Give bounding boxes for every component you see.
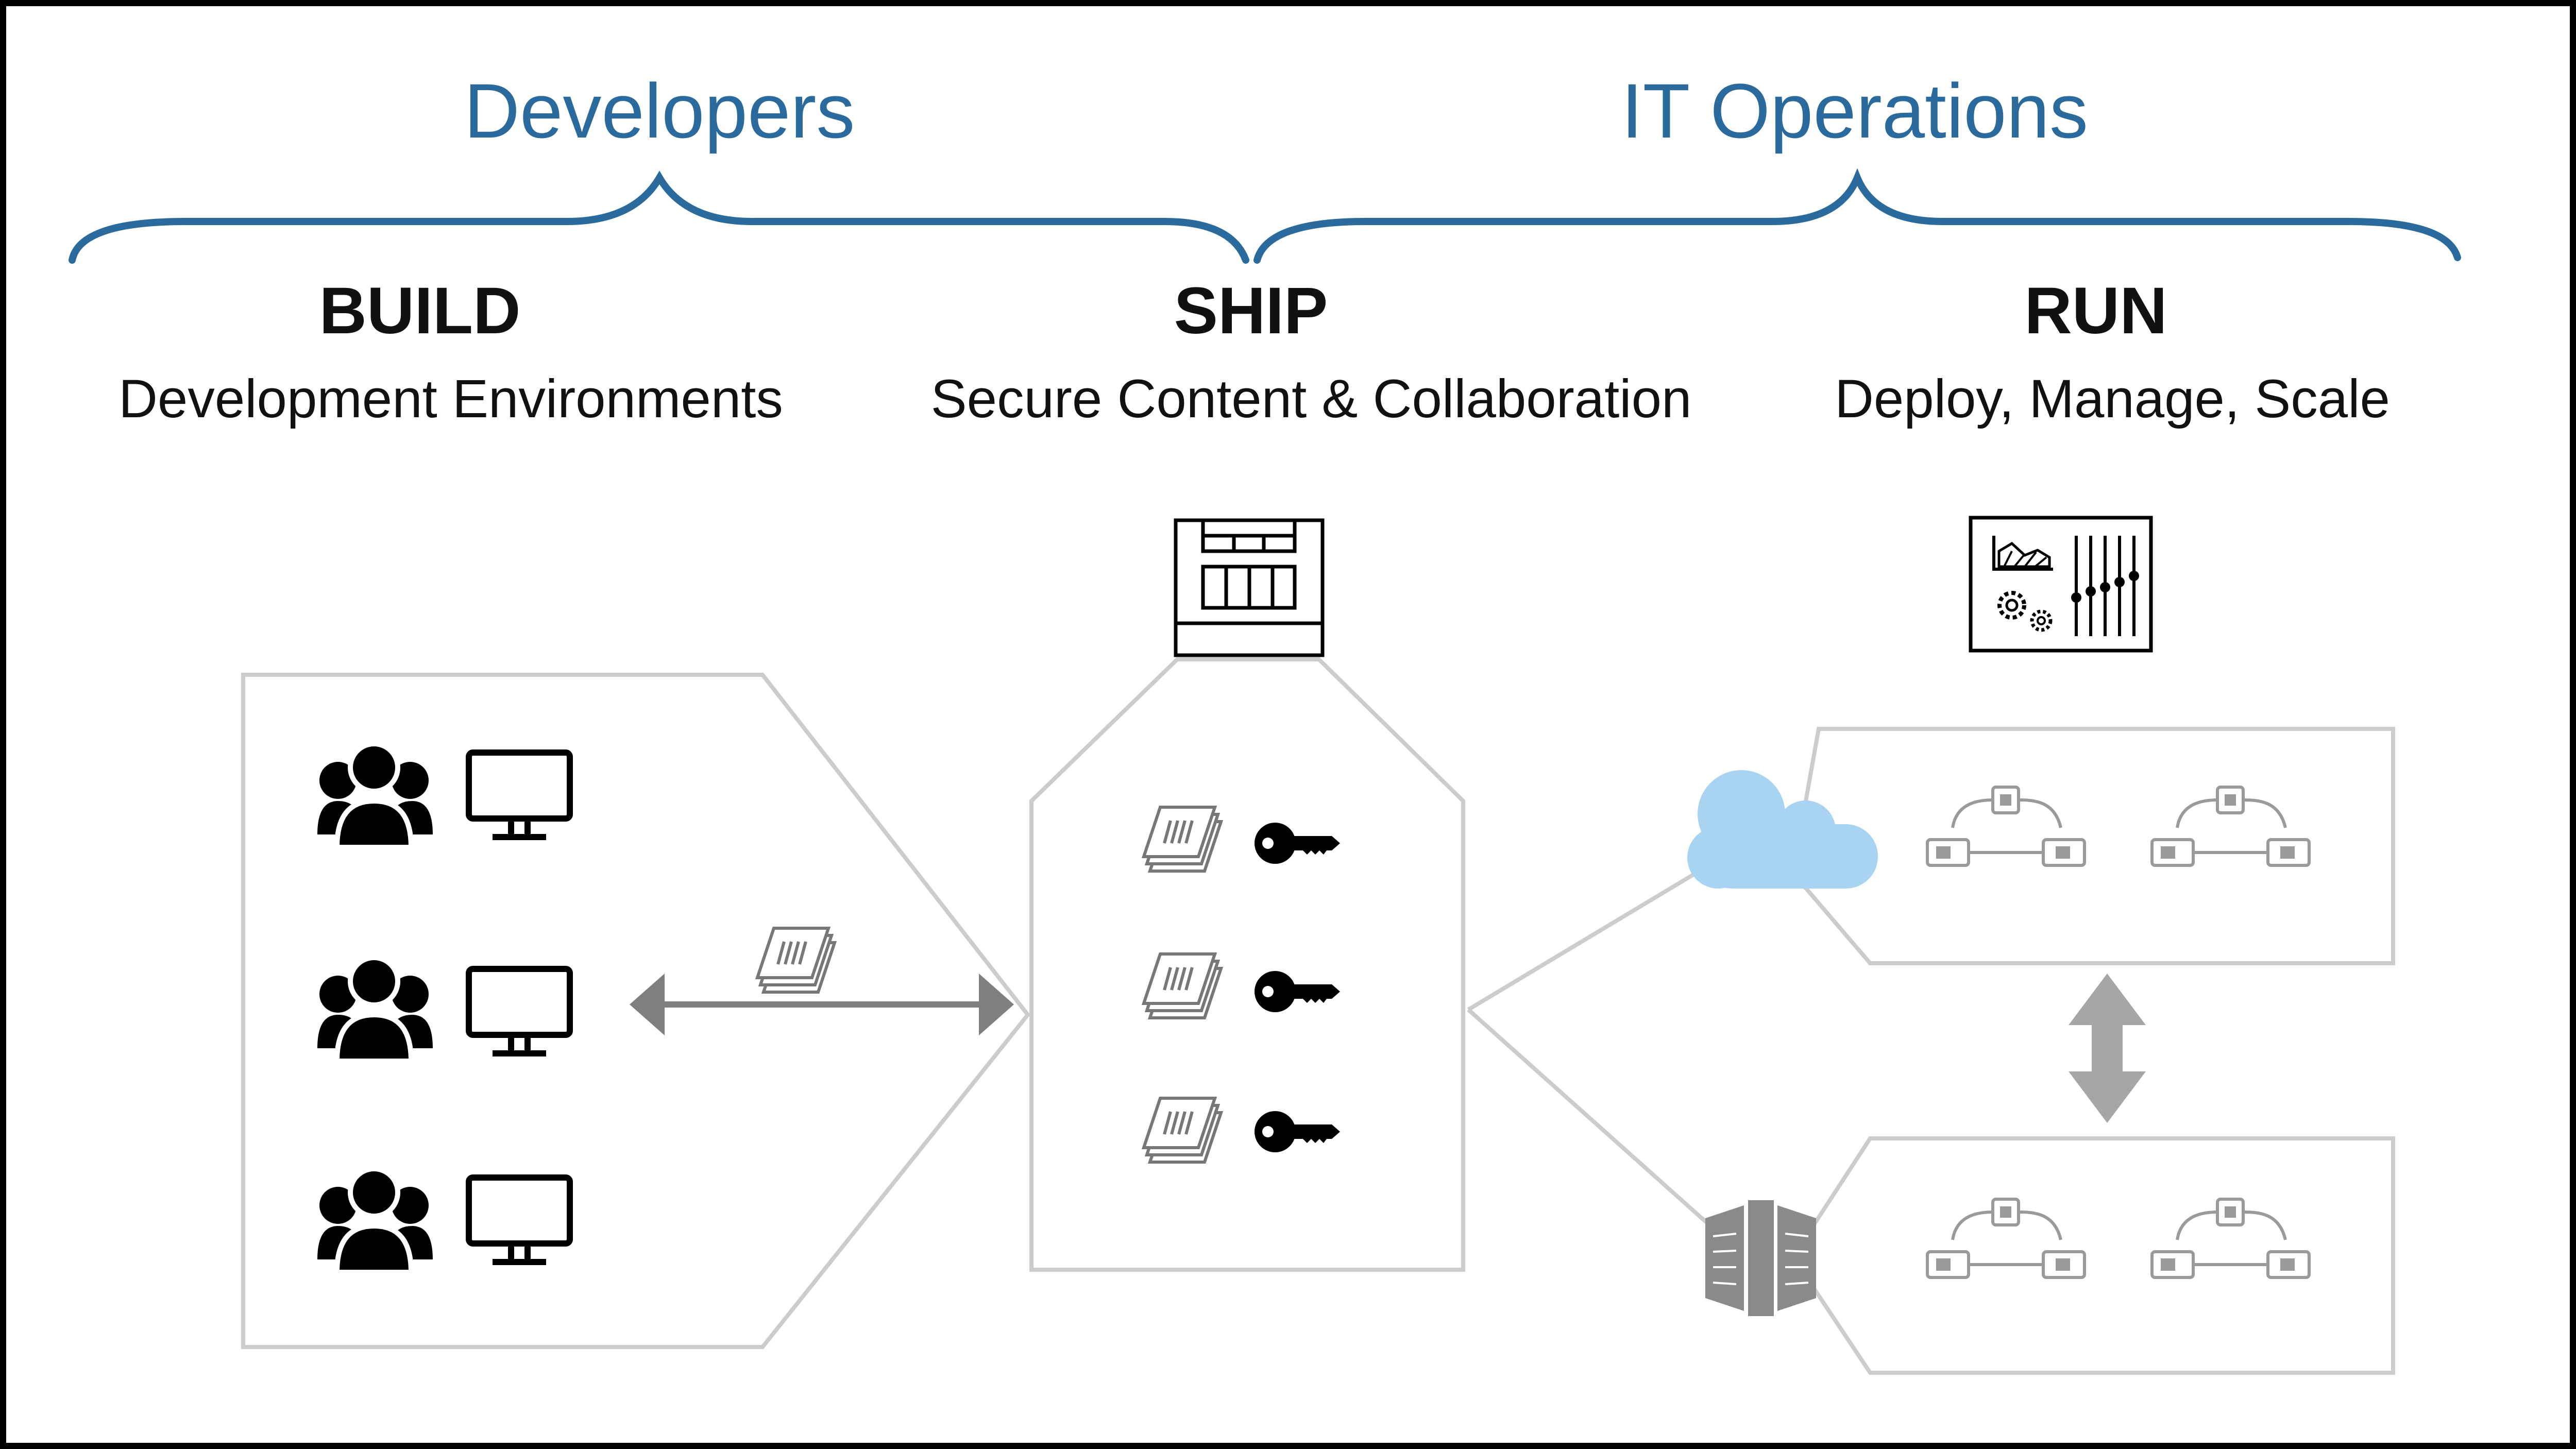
network-nodes-icon — [2152, 787, 2309, 865]
monitor-icon — [469, 753, 570, 837]
ship-container — [1029, 657, 1465, 1272]
group-label-it-operations: IT Operations — [1621, 67, 2089, 154]
network-nodes-icon — [1927, 1199, 2084, 1277]
network-nodes-icon — [2152, 1199, 2309, 1277]
stage-subtitle-run: Deploy, Manage, Scale — [1835, 369, 2390, 429]
group-label-developers: Developers — [464, 67, 855, 154]
stage-title-build: BUILD — [319, 274, 521, 348]
migration-arrow — [2069, 974, 2146, 1123]
stage-subtitle-build: Development Environments — [118, 369, 783, 429]
dashboard-icon — [1969, 516, 2153, 653]
key-icon — [1255, 1111, 1340, 1152]
network-nodes-icon — [1927, 787, 2084, 865]
cloud-icon — [1687, 770, 1878, 889]
monitor-icon — [469, 1178, 570, 1262]
stage-title-run: RUN — [2024, 274, 2167, 348]
key-icon — [1255, 971, 1340, 1012]
stage-title-ship: SHIP — [1174, 274, 1328, 348]
documents-icon — [1144, 954, 1221, 1018]
documents-icon — [1144, 1098, 1221, 1162]
container-registry-icon — [1174, 518, 1325, 657]
developers-brace — [69, 171, 1249, 264]
it-operations-brace — [1253, 168, 2461, 264]
users-icon — [317, 1169, 433, 1272]
users-icon — [317, 744, 433, 847]
build-container — [241, 673, 1031, 1349]
server-rack-icon — [1705, 1200, 1816, 1316]
build-ship-arrow — [630, 974, 1014, 1035]
monitor-icon — [469, 969, 570, 1053]
stage-subtitle-ship: Secure Content & Collaboration — [930, 369, 1692, 429]
documents-icon — [757, 928, 835, 992]
key-icon — [1255, 823, 1340, 864]
users-icon — [317, 958, 433, 1061]
documents-icon — [1144, 807, 1221, 871]
